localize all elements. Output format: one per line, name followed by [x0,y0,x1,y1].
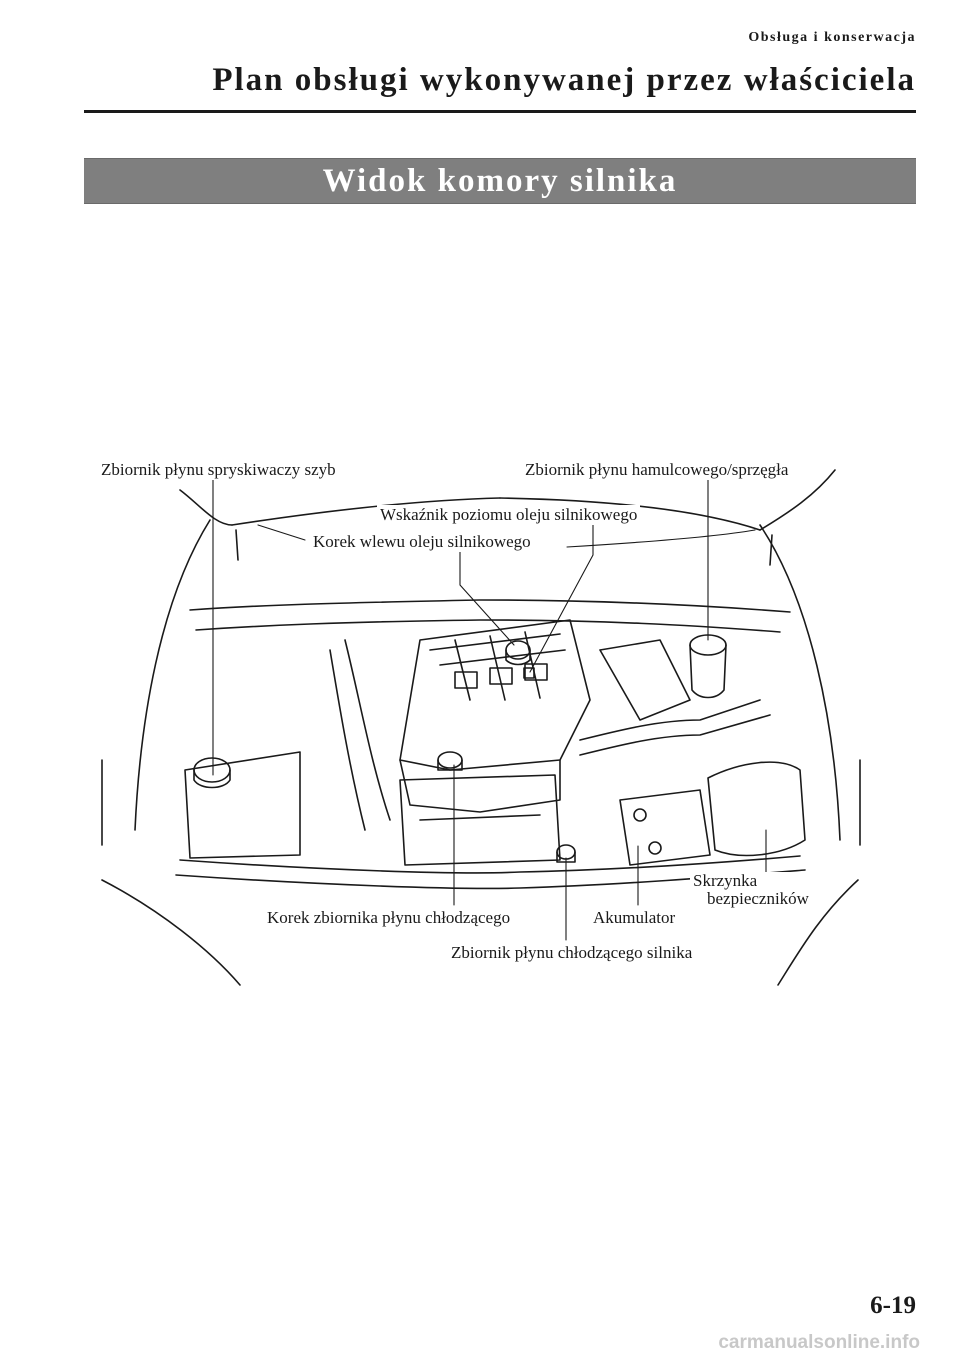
callout-coolant-cap: Korek zbiornika płynu chłodzącego [264,908,514,928]
coolant-cap-part [437,751,463,771]
callout-brake-clutch-reservoir: Zbiornik płynu hamulcowego/sprzęgła [522,460,792,480]
section-banner: Widok komory silnika [84,158,916,204]
page-title: Plan obsługi wykonywanej przez właścicie… [212,62,916,98]
fuse-box-part [619,761,806,866]
dipstick-part [523,667,535,679]
callout-fuse-box-line2: bezpieczników [707,889,809,908]
leader-lines [212,477,767,941]
watermark: carmanualsonline.info [718,1332,920,1353]
callout-coolant-reservoir: Zbiornik płynu chłodzącego silnika [448,943,696,963]
hood-outline [179,469,836,566]
header-divider [84,110,916,113]
washer-reservoir-part [184,751,301,859]
page-number: 6-19 [870,1292,916,1319]
engine-block [329,619,771,831]
battery-part [399,774,561,866]
callout-fuse-box: Skrzynka bezpieczników [690,872,812,908]
callout-battery: Akumulator [590,908,679,928]
fender-outlines [101,519,861,986]
callout-washer-reservoir: Zbiornik płynu spryskiwaczy szyb [98,460,339,480]
section-title: Obsługa i konserwacja [748,30,916,45]
callout-oil-dipstick: Wskaźnik poziomu oleju silnikowego [377,505,641,525]
oil-filler-cap-part [505,640,531,666]
banner-title: Widok komory silnika [322,162,678,199]
callout-fuse-box-line1: Skrzynka [693,871,758,890]
brake-reservoir-part [689,634,727,699]
callout-oil-filler-cap: Korek wlewu oleju silnikowego [310,532,534,552]
